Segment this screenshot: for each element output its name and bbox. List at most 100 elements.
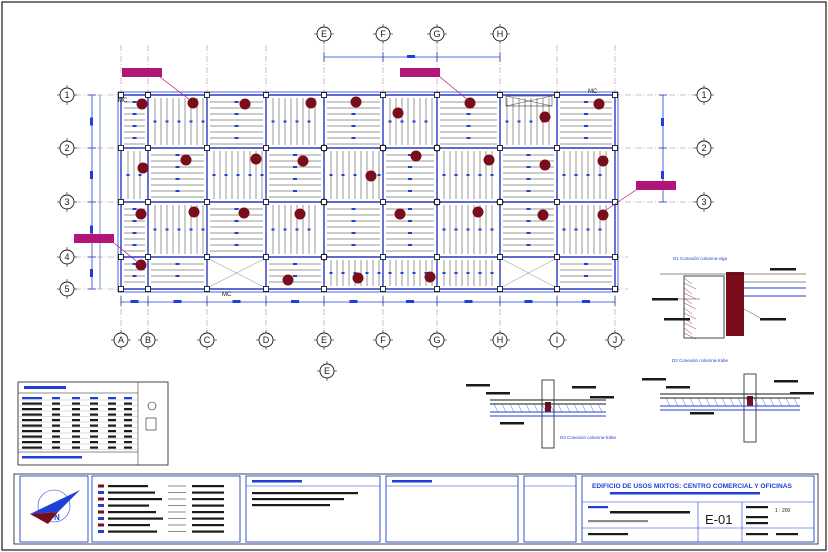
plan-tags: MC MC MC (118, 89, 598, 298)
legend-symbol (98, 484, 104, 488)
axis-bubble-label: 3 (64, 197, 69, 207)
joist-tag (526, 220, 531, 222)
axis-bubble-label: I (556, 335, 559, 345)
deck-rib (753, 397, 759, 407)
legend-symbol (98, 530, 104, 533)
joist-tag (177, 120, 181, 123)
panel-marker (350, 96, 362, 108)
detail-note (590, 396, 614, 399)
joist-tag (234, 244, 239, 246)
deck-rib (665, 397, 671, 407)
title-block (13, 473, 819, 545)
sheet-field-value (588, 520, 648, 523)
steel-column (434, 92, 440, 98)
schedule-cell (52, 430, 60, 433)
sheet-field-value (610, 511, 690, 514)
dim-value-right (661, 171, 664, 179)
legend-text (192, 504, 224, 507)
joist-tag (132, 275, 137, 277)
joist-tag (175, 178, 180, 180)
deck-rib (745, 397, 751, 407)
joist-tag (466, 228, 470, 231)
deck-rib (697, 397, 703, 407)
joist-tag (466, 113, 471, 115)
panel-marker (137, 162, 149, 174)
steel-column (321, 92, 327, 98)
joist-tag (442, 228, 446, 231)
axis-bubble-column: D (256, 330, 276, 350)
legend-text (192, 517, 224, 520)
steel-column (497, 199, 503, 205)
joist-tag (529, 120, 533, 123)
joist-tag (132, 208, 137, 210)
joist-tag (584, 125, 588, 127)
joist-tag (400, 272, 404, 274)
column-connection (496, 198, 504, 206)
joist-tag (526, 190, 531, 192)
schedule-cell (52, 402, 60, 405)
steel-column (118, 199, 124, 205)
callout-label (122, 68, 162, 77)
joist-tag (201, 228, 205, 231)
opening-diagonal (501, 258, 556, 288)
deck-rib (533, 403, 539, 413)
joist-tag (466, 137, 471, 139)
callout-leader (159, 76, 191, 101)
callout-leader (439, 76, 469, 101)
joist-tag (353, 174, 357, 176)
deck-rib (517, 403, 523, 413)
schedule-cell (108, 408, 116, 411)
title-field (746, 506, 768, 509)
legend-text (192, 524, 224, 527)
panel-marker (250, 153, 262, 165)
title-block-cell (523, 475, 577, 543)
symbol-plate (145, 417, 157, 431)
steel-column (204, 254, 210, 260)
deck-rib (557, 403, 563, 413)
steel-column (321, 145, 327, 151)
joist-tag (412, 120, 416, 123)
axis-bubble-column-top: E (314, 24, 334, 44)
title-block-cell (385, 475, 519, 543)
joist-tag (132, 232, 137, 234)
axis-bubble-label: 2 (701, 143, 706, 153)
dim-value-bottom (464, 300, 473, 303)
column-section (743, 373, 757, 443)
joist-tag (408, 232, 412, 234)
joist-tag (126, 174, 130, 176)
dim-value-bottom (291, 300, 299, 303)
joist-tag (295, 228, 299, 231)
hatch-line (683, 292, 697, 300)
detail-note (642, 378, 666, 381)
joist-tag (175, 263, 180, 265)
panel-marker (424, 271, 436, 283)
joist-tag (283, 120, 287, 123)
joist-tag (408, 154, 412, 156)
schedule-cell (22, 397, 42, 400)
steel-columns (118, 92, 618, 292)
deck-rib (581, 403, 587, 413)
legend-text (192, 511, 224, 514)
axis-bubble-column-top: F (373, 24, 393, 44)
joist-tag (165, 120, 169, 123)
joist-tag (598, 174, 602, 176)
joist-tag (478, 228, 482, 231)
axis-bubble-label: E (321, 335, 327, 345)
panel-marker (135, 259, 147, 271)
joist-tag (132, 263, 137, 265)
schedule-cell (72, 435, 80, 438)
steel-column (434, 199, 440, 205)
steel-column (554, 254, 560, 260)
panel-marker (537, 209, 549, 221)
joist-tag (466, 272, 470, 274)
axis-bubble-column: J (605, 330, 625, 350)
joist-tag (293, 190, 297, 192)
axis-bubble-row-right: 1 (694, 85, 714, 105)
deck-rib (509, 403, 515, 413)
schedule-cell (124, 430, 132, 433)
joist-tag (341, 174, 345, 176)
schedule-cell (52, 424, 60, 427)
joist-tag (490, 174, 494, 176)
joist-tag (505, 120, 509, 123)
